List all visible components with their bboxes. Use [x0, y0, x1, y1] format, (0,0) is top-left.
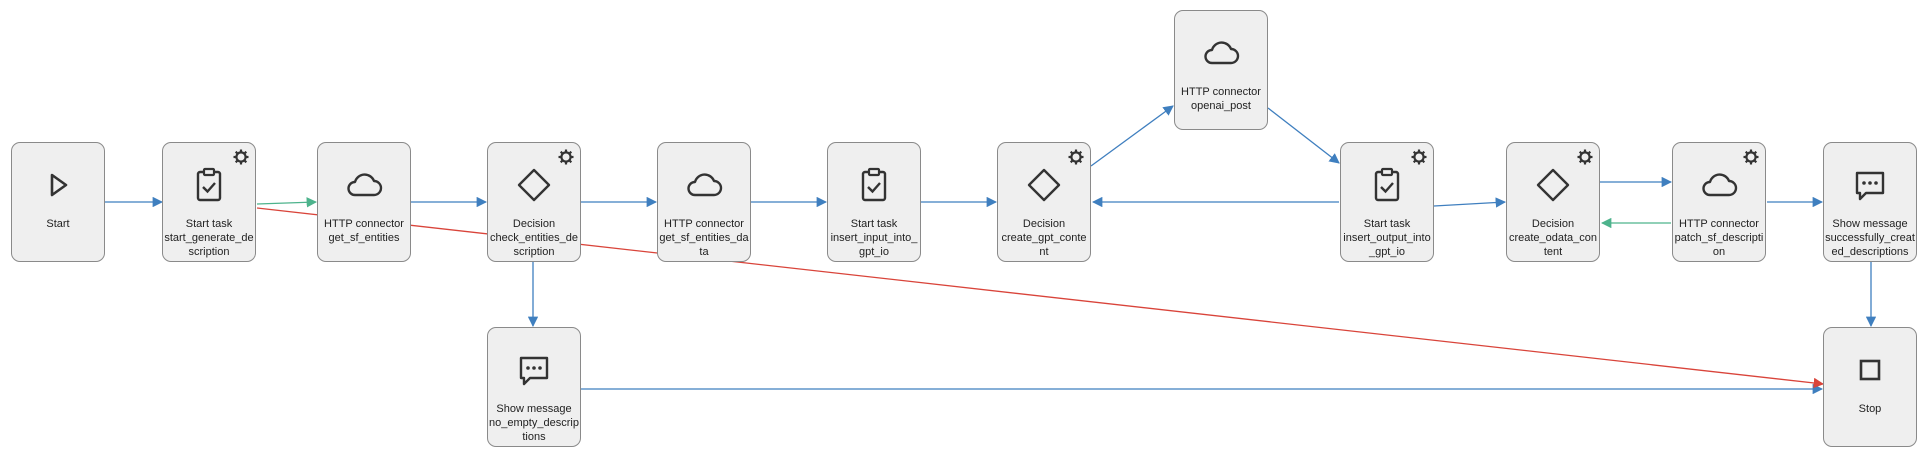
- node-label: Start: [46, 218, 70, 230]
- edge-start-task-to-get-entities: [256, 197, 318, 208]
- play-icon: [38, 165, 78, 205]
- edge-insert-output-to-odata-decision: [1433, 197, 1507, 208]
- node-message-empty[interactable]: Show message no_empty_descriptions: [487, 327, 581, 447]
- node-label: HTTP connector get_sf_entities: [324, 218, 404, 244]
- node-label: Start task insert_output_into_gpt_io: [1343, 218, 1431, 258]
- node-label: HTTP connector get_sf_entities_data: [659, 218, 749, 258]
- diamond-icon: [514, 165, 554, 205]
- diamond-icon: [1533, 165, 1573, 205]
- node-label: Show message successfully_created_descri…: [1825, 218, 1915, 258]
- node-start-task-generate[interactable]: Start task start_generate_description: [162, 142, 256, 262]
- gear-icon[interactable]: [1743, 149, 1759, 165]
- stop-icon: [1850, 350, 1890, 390]
- node-label: Decision check_entities_description: [489, 218, 579, 258]
- edge-gpt-decision-to-openai: [1090, 105, 1174, 167]
- node-label: Decision create_gpt_content: [1001, 218, 1087, 258]
- clipboard-check-icon: [854, 165, 894, 205]
- diamond-icon: [1024, 165, 1064, 205]
- node-start[interactable]: Start: [11, 142, 105, 262]
- node-decision-check[interactable]: Decision check_entities_description: [487, 142, 581, 262]
- node-http-get-data[interactable]: HTTP connector get_sf_entities_data: [657, 142, 751, 262]
- cloud-icon: [1201, 33, 1241, 73]
- node-label: Start task insert_input_into_gpt_io: [830, 218, 918, 258]
- node-label: HTTP connector openai_post: [1181, 86, 1261, 112]
- gear-icon[interactable]: [233, 149, 249, 165]
- gear-icon[interactable]: [1411, 149, 1427, 165]
- cloud-icon: [1699, 165, 1739, 205]
- node-http-patch[interactable]: HTTP connector patch_sf_description: [1672, 142, 1766, 262]
- node-decision-odata[interactable]: Decision create_odata_content: [1506, 142, 1600, 262]
- cloud-icon: [684, 165, 724, 205]
- node-http-get-entities[interactable]: HTTP connector get_sf_entities: [317, 142, 411, 262]
- clipboard-check-icon: [189, 165, 229, 205]
- message-icon: [1850, 165, 1890, 205]
- clipboard-check-icon: [1367, 165, 1407, 205]
- gear-icon[interactable]: [558, 149, 574, 165]
- node-label: Stop: [1858, 403, 1882, 415]
- node-label: Start task start_generate_description: [164, 218, 254, 258]
- node-label: Decision create_odata_content: [1508, 218, 1598, 258]
- node-stop[interactable]: Stop: [1823, 327, 1917, 447]
- node-http-openai[interactable]: HTTP connector openai_post: [1174, 10, 1268, 130]
- cloud-icon: [344, 165, 384, 205]
- node-start-task-insert-input[interactable]: Start task insert_input_into_gpt_io: [827, 142, 921, 262]
- node-start-task-insert-output[interactable]: Start task insert_output_into_gpt_io: [1340, 142, 1434, 262]
- node-message-success[interactable]: Show message successfully_created_descri…: [1823, 142, 1917, 262]
- edge-openai-to-insert-output: [1267, 107, 1340, 164]
- gear-icon[interactable]: [1577, 149, 1593, 165]
- message-icon: [514, 350, 554, 390]
- node-label: Show message no_empty_descriptions: [489, 403, 579, 443]
- gear-icon[interactable]: [1068, 149, 1084, 165]
- node-decision-gpt[interactable]: Decision create_gpt_content: [997, 142, 1091, 262]
- node-label: HTTP connector patch_sf_description: [1674, 218, 1764, 258]
